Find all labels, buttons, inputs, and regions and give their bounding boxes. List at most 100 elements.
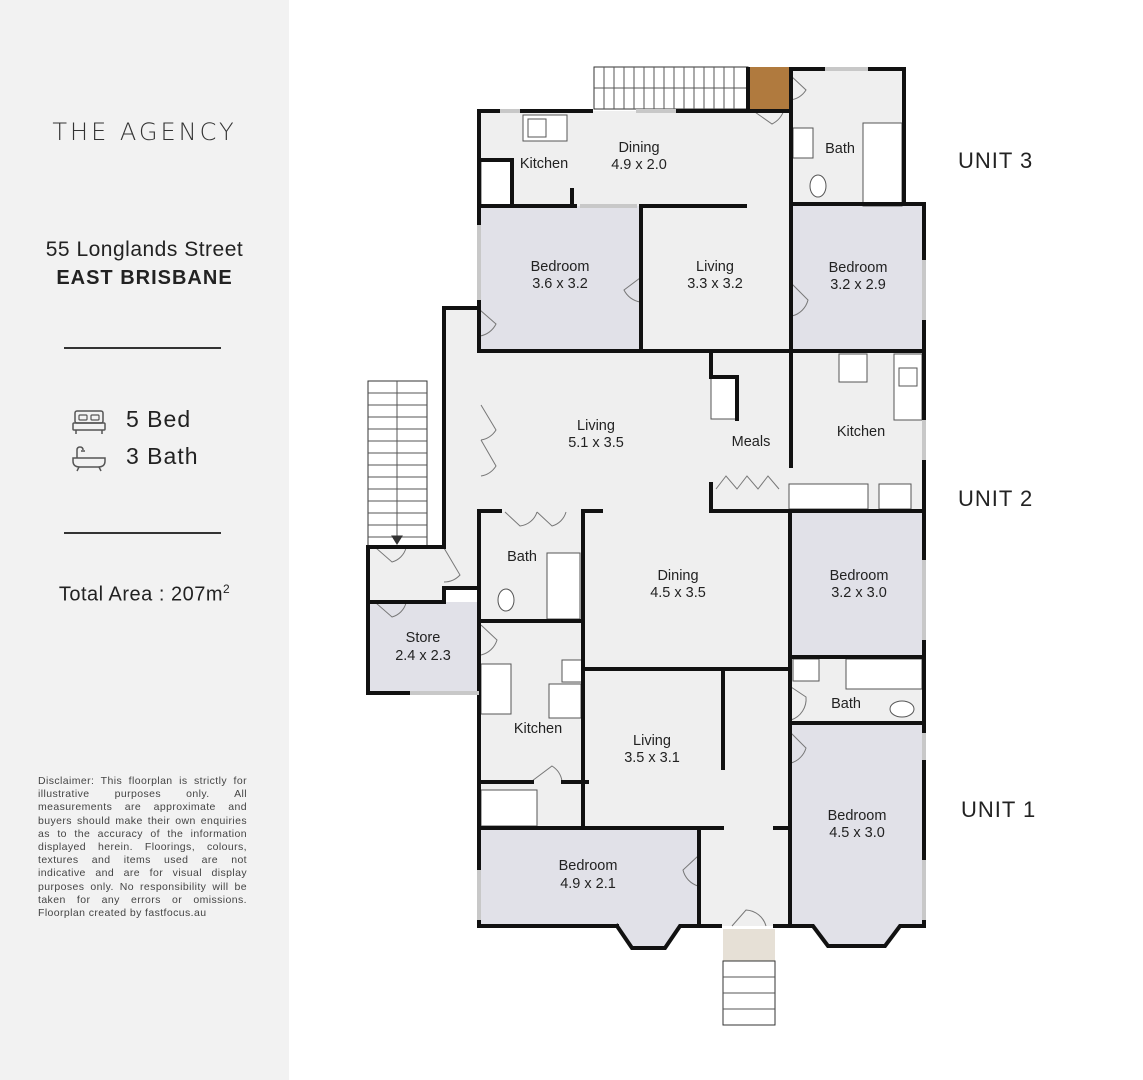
- door-swing: [623, 277, 641, 303]
- toilet-icon: [809, 174, 827, 198]
- sink-basin: [527, 118, 547, 138]
- total-area: Total Area : 207m2: [0, 582, 289, 607]
- room-name: Kitchen: [837, 424, 885, 440]
- unit2-dining-floor: [583, 511, 790, 669]
- floor-fills: [369, 67, 924, 961]
- door-swing: [375, 602, 407, 618]
- cooktop-icon: [548, 683, 582, 719]
- divider: [64, 532, 221, 534]
- unit1-living-floor: [583, 669, 790, 828]
- unit2-bedroom-floor: [790, 511, 924, 657]
- stairs: [367, 66, 776, 1026]
- kitchen-bench: [788, 483, 869, 510]
- room-name: Kitchen: [514, 721, 562, 737]
- entry-hall-floor: [699, 828, 790, 926]
- divider: [64, 347, 221, 349]
- bay-window-floor: [813, 926, 900, 946]
- room-name: Bedroom: [559, 858, 618, 874]
- address-street: 55 Longlands Street: [45, 238, 244, 261]
- door-swing: [480, 439, 497, 477]
- bathtub-icon: [72, 446, 106, 472]
- toilet-icon: [497, 588, 515, 612]
- room-name: Bedroom: [828, 808, 887, 824]
- area-unit-superscript: 2: [222, 582, 231, 596]
- room-size: 4.5 x 3.5: [650, 585, 706, 601]
- room-size: 5.1 x 3.5: [568, 435, 624, 451]
- stair-arrow-icon: [391, 535, 403, 545]
- room-size: 2.4 x 2.3: [395, 648, 451, 664]
- room-name: Bedroom: [829, 260, 888, 276]
- door-swing: [443, 547, 461, 583]
- bed-icon: [72, 410, 106, 434]
- unit1-bedroom-2-floor: [479, 828, 699, 948]
- room-name: Bath: [831, 696, 861, 712]
- sidebar-panel: THE AGENCY 55 Longlands Street EAST BRIS…: [0, 0, 289, 1080]
- room-size: 4.9 x 2.1: [560, 876, 616, 892]
- front-stair-treads: [723, 976, 775, 1010]
- timber-landing: [748, 67, 789, 109]
- door-swing: [480, 624, 498, 656]
- room-name: Bedroom: [830, 568, 889, 584]
- room-name: Bath: [507, 549, 537, 565]
- room-size: 4.5 x 3.0: [829, 825, 885, 841]
- room-name: Bedroom: [531, 259, 590, 275]
- door-swing: [791, 283, 809, 317]
- room-name: Living: [577, 418, 615, 434]
- unit-2-label: UNIT 2: [958, 486, 1034, 511]
- unit-3-label: UNIT 3: [958, 148, 1034, 173]
- bed-count: 5 Bed: [72, 406, 232, 436]
- door-swing: [531, 765, 563, 782]
- bath-count: 3 Bath: [72, 443, 232, 473]
- store-floor: [369, 602, 479, 693]
- door-swings: [375, 74, 809, 927]
- windows: [410, 67, 926, 920]
- door-swing: [682, 855, 699, 887]
- unit3-bedroom-floor: [479, 206, 641, 351]
- total-area-label: Total Area : 207m: [58, 583, 223, 606]
- unit-1-label: UNIT 1: [961, 797, 1037, 822]
- vanity-icon: [792, 127, 814, 159]
- room-size: 4.9 x 2.0: [611, 157, 667, 173]
- room-size: 3.5 x 3.1: [624, 750, 680, 766]
- bathtub-fixture: [862, 122, 903, 207]
- meals-bench: [710, 376, 738, 420]
- laundry-icon: [838, 353, 868, 383]
- front-landing: [723, 929, 775, 961]
- fridge-space: [480, 159, 512, 207]
- room-name: Kitchen: [520, 156, 568, 172]
- door-swing: [790, 686, 807, 721]
- room-name: Dining: [657, 568, 698, 584]
- unit1-bedroom-floor: [790, 723, 924, 926]
- kitchen-bench: [480, 789, 538, 827]
- kitchen-sink-icon: [480, 663, 512, 715]
- rear-stair-treads: [594, 67, 748, 109]
- room-name: Dining: [618, 140, 659, 156]
- door-swing: [504, 511, 538, 527]
- kitchen-bench: [561, 659, 583, 683]
- room-size: 3.3 x 3.2: [687, 276, 743, 292]
- room-size: 3.2 x 3.0: [831, 585, 887, 601]
- door-swing: [790, 732, 807, 764]
- room-name: Living: [633, 733, 671, 749]
- bed-count-label: 5 Bed: [126, 406, 192, 432]
- unit3-living-floor: [641, 206, 791, 351]
- side-stair-treads: [368, 381, 427, 540]
- disclaimer-text: Disclaimer: This floorplan is strictly f…: [38, 775, 247, 920]
- door-swing: [731, 909, 767, 927]
- bath-count-label: 3 Bath: [126, 443, 199, 469]
- address-suburb: EAST BRISBANE: [56, 267, 233, 289]
- room-name: Store: [406, 630, 441, 646]
- vanity-icon: [792, 658, 820, 682]
- door-swing: [536, 511, 567, 527]
- unit3-bedroom-2-floor: [791, 206, 924, 351]
- landing-floor: [369, 547, 444, 602]
- door-swing: [375, 547, 407, 563]
- agency-logo: THE AGENCY: [52, 118, 237, 146]
- shower-fixture: [546, 552, 581, 620]
- toilet-icon: [889, 700, 915, 718]
- door-swing: [479, 309, 497, 337]
- sink-basin: [898, 367, 918, 387]
- kitchen-sink-icon: [893, 353, 923, 421]
- bathtub-fixture: [845, 658, 923, 690]
